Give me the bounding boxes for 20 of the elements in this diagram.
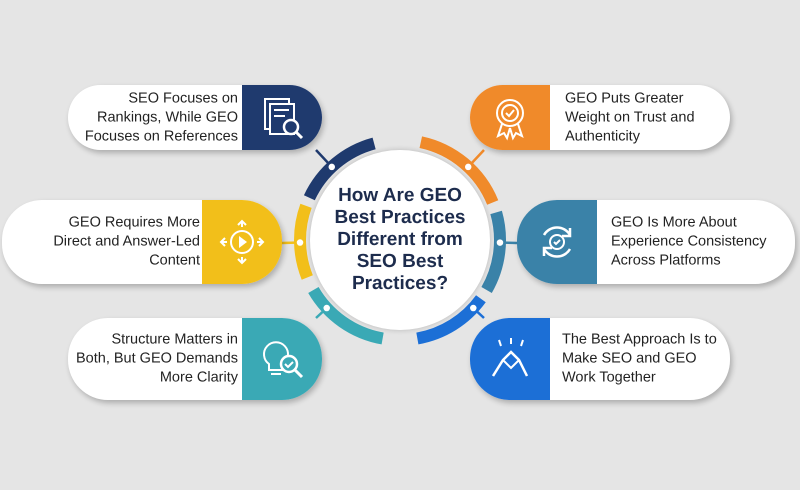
item-card <box>470 318 730 400</box>
item-text: Structure Matters in Both, But GEO Demands More Clarity <box>75 330 238 388</box>
connector-line <box>315 149 338 173</box>
connector-line <box>494 236 518 248</box>
center-circle <box>310 150 490 330</box>
item-text: The Best Approach Is to Make SEO and GEO Work Together <box>562 330 718 388</box>
connector-line <box>315 302 332 319</box>
connector-line <box>282 236 306 248</box>
item-card <box>68 318 322 400</box>
center-title: How Are GEO Best Practices Different from SEO Best Practices? <box>334 185 466 295</box>
item-card <box>2 200 282 284</box>
connector-line <box>468 302 485 319</box>
item-card <box>68 85 322 150</box>
item-text: GEO Puts Greater Weight on Trust and Authenticity <box>565 89 696 146</box>
item-card <box>517 200 795 284</box>
item-text: GEO Requires More Direct and Answer-Led Content <box>52 214 200 270</box>
item-card <box>470 85 730 150</box>
item-text: GEO Is More About Experience Consistency Across Platforms <box>611 214 768 270</box>
item-text: SEO Focuses on Rankings, While GEO Focuses on References <box>84 89 238 146</box>
connector-line <box>462 149 485 173</box>
